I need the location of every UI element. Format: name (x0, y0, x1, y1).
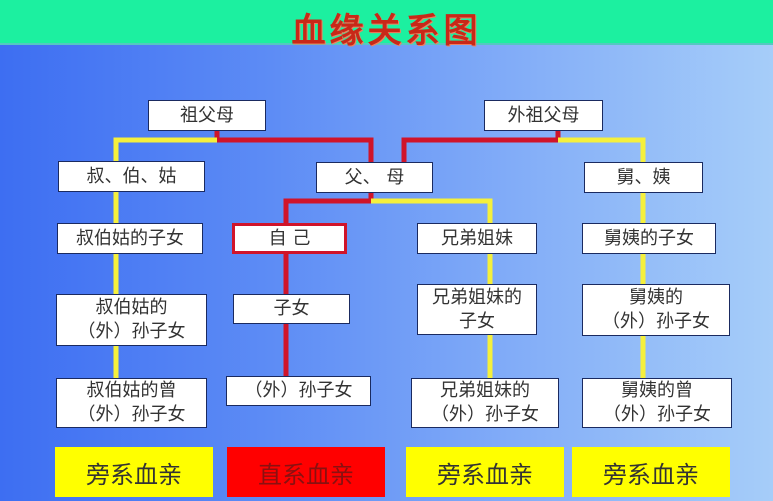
node-siblings-children: 兄弟姐妹的 子女 (417, 284, 537, 335)
node-grandparents: 祖父母 (148, 100, 266, 131)
category-collateral: 旁系血亲 (406, 447, 564, 497)
category-collateral: 旁系血亲 (55, 447, 213, 497)
lineal-line (283, 193, 374, 223)
node-paternal-uncles-aunts: 叔、伯、姑 (58, 161, 205, 192)
category-collateral: 旁系血亲 (572, 447, 730, 497)
node-maternal-uncles-aunts: 舅、姨 (584, 162, 703, 193)
node-maternal-cousins: 舅姨的子女 (582, 223, 716, 254)
collateral-line (371, 198, 493, 223)
node-siblings-grandchildren: 兄弟姐妹的 （外）孙子女 (411, 378, 559, 428)
collateral-line (113, 137, 217, 161)
node-grandchildren: （外）孙子女 (226, 376, 371, 406)
node-paternal-great-grandchildren: 叔伯姑的曾 （外）孙子女 (56, 378, 207, 428)
node-maternal-cousins-children: 舅姨的 （外）孙子女 (582, 284, 730, 336)
node-maternal-grandparents: 外祖父母 (484, 100, 603, 131)
header-bar (0, 0, 773, 45)
collateral-line (558, 137, 646, 162)
node-siblings: 兄弟姐妹 (417, 223, 537, 254)
node-parents: 父、 母 (316, 162, 433, 193)
category-lineal: 直系血亲 (227, 447, 385, 497)
node-paternal-cousins-children: 叔伯姑的 （外）孙子女 (56, 294, 207, 346)
lineal-line (401, 131, 561, 162)
node-maternal-great-grandchildren: 舅姨的曾 （外）孙子女 (582, 378, 732, 428)
page-title: 血缘关系图 (291, 11, 482, 51)
node-paternal-cousins: 叔伯姑的子女 (57, 223, 203, 254)
node-children: 子女 (233, 294, 350, 324)
lineal-line (214, 131, 374, 162)
node-self: 自 己 (232, 223, 347, 254)
